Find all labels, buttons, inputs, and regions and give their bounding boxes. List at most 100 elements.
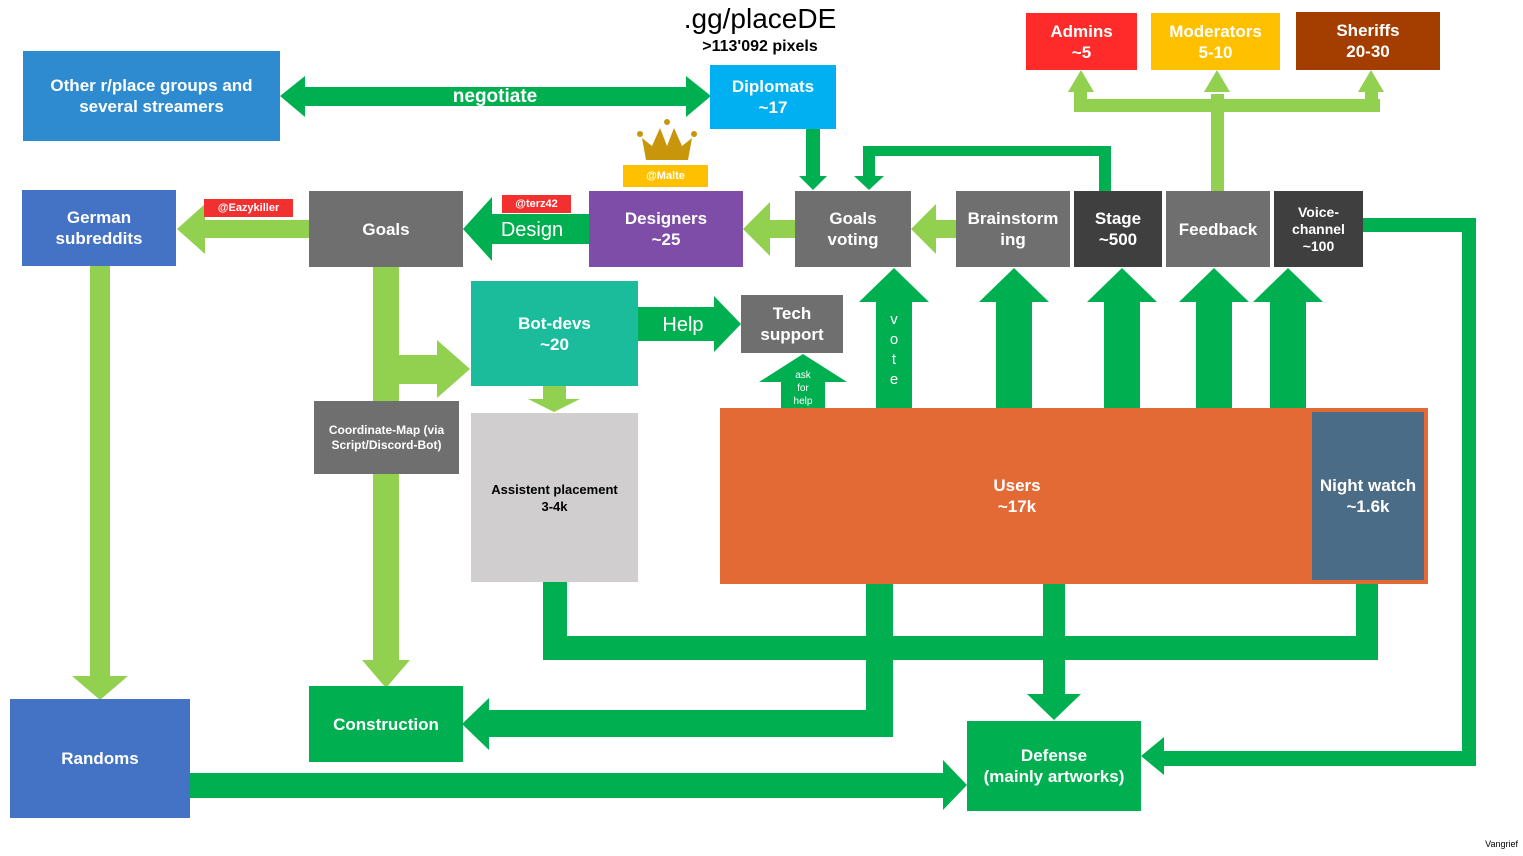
roles-tree-arrow bbox=[1365, 92, 1378, 112]
defense-detail: (mainly artworks) bbox=[983, 767, 1125, 786]
construction-label: Construction bbox=[333, 714, 439, 734]
night-watch-label: Night watch bbox=[1319, 476, 1417, 495]
other-groups-box: Other r/place groups and several streame… bbox=[23, 51, 280, 141]
users-to-defense-arrow bbox=[1027, 584, 1081, 720]
help-label: Help bbox=[662, 314, 704, 336]
coordinate-map-line2: Script/Discord-Bot) bbox=[331, 437, 442, 452]
vote-label: v o t e bbox=[884, 310, 904, 390]
brainstorming-line1: Brainstorm bbox=[967, 209, 1059, 228]
users-to-brainstorming-arrow bbox=[979, 268, 1049, 408]
german-subreddits-line1: German bbox=[66, 208, 132, 227]
assistent-to-defense-arrow bbox=[543, 582, 1378, 660]
bot-devs-label: Bot-devs bbox=[518, 313, 591, 333]
night-watch-count: ~1.6k bbox=[1346, 497, 1390, 516]
brainstorming-box: Brainstorm ing bbox=[956, 191, 1070, 267]
moderators-box: Moderators 5-10 bbox=[1151, 13, 1280, 70]
goals-voting-box: Goals voting bbox=[795, 191, 911, 267]
feedback-label: Feedback bbox=[1178, 219, 1258, 239]
negotiate-label: negotiate bbox=[452, 86, 538, 107]
botdevs-to-assistent-arrow bbox=[528, 386, 580, 412]
goals-to-german-arrow bbox=[177, 204, 309, 254]
users-to-feedback-arrow bbox=[1179, 268, 1249, 408]
page-subtitle: >113'092 pixels bbox=[702, 38, 818, 55]
randoms-to-defense-arrow bbox=[190, 760, 967, 810]
ask-for-help-word: ask bbox=[795, 370, 811, 381]
goals-voting-line1: Goals bbox=[829, 209, 877, 228]
goals-box: Goals bbox=[309, 191, 463, 267]
moderators-label: Moderators bbox=[1169, 21, 1262, 41]
defense-box: Defense (mainly artworks) bbox=[967, 721, 1141, 811]
goals-label: Goals bbox=[362, 219, 410, 239]
users-label: Users bbox=[993, 476, 1041, 495]
users-to-voicechannel-arrow bbox=[1253, 268, 1323, 408]
page-title: .gg/placeDE bbox=[683, 3, 837, 34]
credit-text: Vangrief bbox=[1485, 839, 1518, 849]
goals-to-construction-arrow bbox=[362, 266, 410, 688]
eazykiller-tag: @Eazykiller bbox=[204, 199, 293, 217]
assistent-placement-box: Assistent placement 3-4k bbox=[471, 413, 638, 582]
roles-tree-arrow bbox=[1074, 99, 1380, 112]
roles-tree-arrow bbox=[1074, 92, 1087, 112]
admins-box: Admins ~5 bbox=[1026, 13, 1137, 70]
voting-to-designers-arrow bbox=[743, 202, 796, 256]
diplomats-to-voting-arrow bbox=[799, 129, 827, 190]
feedback-box: Feedback bbox=[1166, 191, 1270, 267]
ask-for-help-label: ask for help bbox=[782, 369, 824, 408]
users-box: Users ~17k bbox=[720, 408, 1428, 584]
german-subreddits-box: German subreddits bbox=[22, 190, 176, 266]
users-count: ~17k bbox=[997, 497, 1037, 516]
roles-tree-arrow bbox=[1211, 94, 1224, 192]
voice-channel-box: Voice- channel ~100 bbox=[1274, 191, 1363, 267]
crown-icon bbox=[637, 119, 697, 160]
users-to-techsupport-arrow bbox=[759, 354, 847, 408]
users-to-stage-arrow bbox=[1087, 268, 1157, 408]
brainstorming-line2: ing bbox=[1000, 230, 1026, 249]
tech-support-box: Tech support bbox=[741, 295, 843, 353]
stage-label: Stage bbox=[1094, 209, 1142, 228]
diplomats-count: ~17 bbox=[758, 98, 788, 117]
other-groups-line2: several streamers bbox=[79, 97, 224, 116]
coordinate-map-line1: Coordinate-Map (via bbox=[328, 422, 445, 437]
stage-count: ~500 bbox=[1098, 230, 1138, 249]
designers-label: Designers bbox=[624, 209, 708, 228]
admins-count: ~5 bbox=[1071, 42, 1092, 62]
randoms-label: Randoms bbox=[61, 749, 139, 768]
negotiate-arrow bbox=[280, 76, 711, 117]
goals-to-botdevs-arrow bbox=[399, 340, 470, 398]
other-groups-line1: Other r/place groups and bbox=[50, 76, 253, 95]
stage-box: Stage ~500 bbox=[1074, 191, 1162, 267]
voice-channel-count: ~100 bbox=[1302, 237, 1335, 254]
assistent-placement-count: 3-4k bbox=[541, 498, 568, 514]
malte-tag: @Malte bbox=[623, 165, 708, 187]
roles-tree-arrow bbox=[1204, 70, 1230, 92]
defense-label: Defense bbox=[1020, 746, 1088, 765]
sheriffs-label: Sheriffs bbox=[1336, 21, 1400, 40]
voice-channel-line1: Voice- bbox=[1298, 203, 1339, 220]
tech-support-line2: support bbox=[760, 325, 824, 344]
bot-devs-count: ~20 bbox=[540, 334, 569, 354]
roles-tree-arrow bbox=[1358, 70, 1384, 92]
sheriffs-count: 20-30 bbox=[1346, 42, 1390, 61]
construction-box: Construction bbox=[309, 686, 463, 762]
terz42-tag: @terz42 bbox=[502, 195, 571, 213]
german-to-randoms-arrow bbox=[72, 266, 128, 700]
coordinate-map-box: Coordinate-Map (via Script/Discord-Bot) bbox=[314, 401, 459, 474]
vote-letter: e bbox=[889, 371, 899, 388]
vote-letter: v bbox=[890, 311, 898, 328]
german-subreddits-line2: subreddits bbox=[55, 229, 143, 248]
users-to-construction-arrow bbox=[462, 584, 893, 750]
roles-tree-arrow bbox=[1068, 70, 1094, 92]
admins-label: Admins bbox=[1050, 21, 1113, 41]
bot-devs-box: Bot-devs ~20 bbox=[471, 281, 638, 386]
users-to-voting-arrow bbox=[859, 268, 929, 408]
designers-to-goals-arrow bbox=[463, 197, 590, 261]
ask-for-help-word: help bbox=[793, 396, 813, 407]
night-watch-box: Night watch ~1.6k bbox=[1312, 412, 1424, 580]
goals-voting-line2: voting bbox=[827, 230, 879, 249]
diplomats-label: Diplomats bbox=[731, 77, 815, 96]
tech-support-line1: Tech bbox=[772, 304, 812, 323]
vote-letter: t bbox=[891, 351, 897, 368]
stage-to-voting-arrow bbox=[854, 146, 1111, 191]
designers-count: ~25 bbox=[651, 230, 681, 249]
